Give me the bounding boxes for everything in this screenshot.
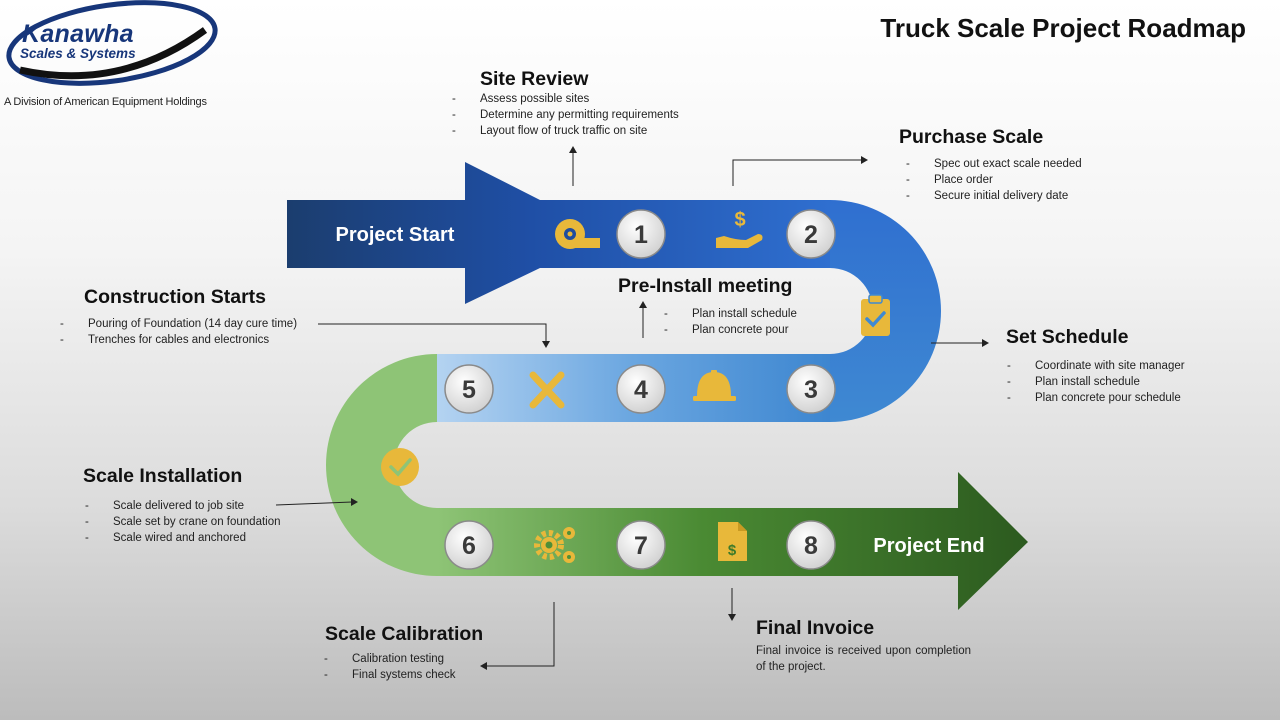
list-item: Plan install schedule [664, 306, 797, 322]
site-review-title: Site Review [480, 68, 589, 90]
list-item: Plan concrete pour [664, 322, 797, 338]
list-item: Determine any permitting requirements [452, 107, 679, 123]
list-item: Scale wired and anchored [85, 530, 281, 546]
list-item: Coordinate with site manager [1007, 358, 1185, 374]
set-schedule-title: Set Schedule [1006, 326, 1129, 348]
list-item: Secure initial delivery date [906, 188, 1082, 204]
list-item: Place order [906, 172, 1082, 188]
step-7-number: 7 [634, 532, 648, 560]
purchase-scale-list: Spec out exact scale needed Place order … [906, 156, 1082, 204]
project-end-label: Project End [873, 535, 984, 557]
tape-measure-icon [555, 219, 600, 249]
list-item: Pouring of Foundation (14 day cure time) [60, 316, 297, 332]
svg-text:$: $ [734, 209, 745, 231]
hard-hat-icon [693, 370, 736, 401]
construction-list: Pouring of Foundation (14 day cure time)… [60, 316, 297, 348]
clipboard-check-icon [861, 294, 890, 336]
scale-installation-title: Scale Installation [83, 465, 243, 487]
step-1-number: 1 [634, 221, 648, 249]
pre-install-title: Pre-Install meeting [618, 275, 793, 297]
pre-install-list: Plan install schedule Plan concrete pour [664, 306, 797, 338]
list-item: Trenches for cables and electronics [60, 332, 297, 348]
list-item: Plan concrete pour schedule [1007, 390, 1185, 406]
division-text: A Division of American Equipment Holding… [4, 96, 207, 108]
final-invoice-title: Final Invoice [756, 617, 875, 639]
hand-dollar-icon: $ [716, 209, 763, 248]
list-item: Layout flow of truck traffic on site [452, 123, 679, 139]
tools-icon [529, 371, 565, 409]
step-2-number: 2 [804, 221, 818, 249]
svg-text:$: $ [728, 542, 737, 559]
step-circles [444, 209, 836, 570]
scale-calibration-title: Scale Calibration [325, 623, 484, 645]
logo-wordmark: Kanawha [22, 20, 134, 48]
scale-calibration-list: Calibration testing Final systems check [324, 651, 456, 683]
site-review-list: Assess possible sites Determine any perm… [452, 91, 679, 139]
final-invoice-text: Final invoice is received upon completio… [756, 645, 971, 673]
gears-icon [534, 527, 575, 563]
project-start-label: Project Start [336, 224, 455, 246]
list-item: Final systems check [324, 667, 456, 683]
step-6-number: 6 [462, 532, 476, 560]
scale-installation-list: Scale delivered to job site Scale set by… [85, 498, 281, 546]
list-item: Calibration testing [324, 651, 456, 667]
step-3-number: 3 [804, 376, 818, 404]
purchase-scale-title: Purchase Scale [899, 126, 1044, 148]
check-circle-icon [381, 448, 419, 486]
step-4-number: 4 [634, 376, 648, 404]
list-item: Scale set by crane on foundation [85, 514, 281, 530]
list-item: Scale delivered to job site [85, 498, 281, 514]
step-8-number: 8 [804, 532, 818, 560]
construction-title: Construction Starts [84, 286, 267, 308]
invoice-icon: $ [718, 522, 747, 561]
list-item: Assess possible sites [452, 91, 679, 107]
page-title: Truck Scale Project Roadmap [880, 13, 1246, 43]
list-item: Plan install schedule [1007, 374, 1185, 390]
set-schedule-list: Coordinate with site manager Plan instal… [1007, 358, 1185, 406]
list-item: Spec out exact scale needed [906, 156, 1082, 172]
step-5-number: 5 [462, 376, 476, 404]
logo-swoosh [6, 0, 218, 86]
logo-tagline: Scales & Systems [20, 46, 136, 61]
